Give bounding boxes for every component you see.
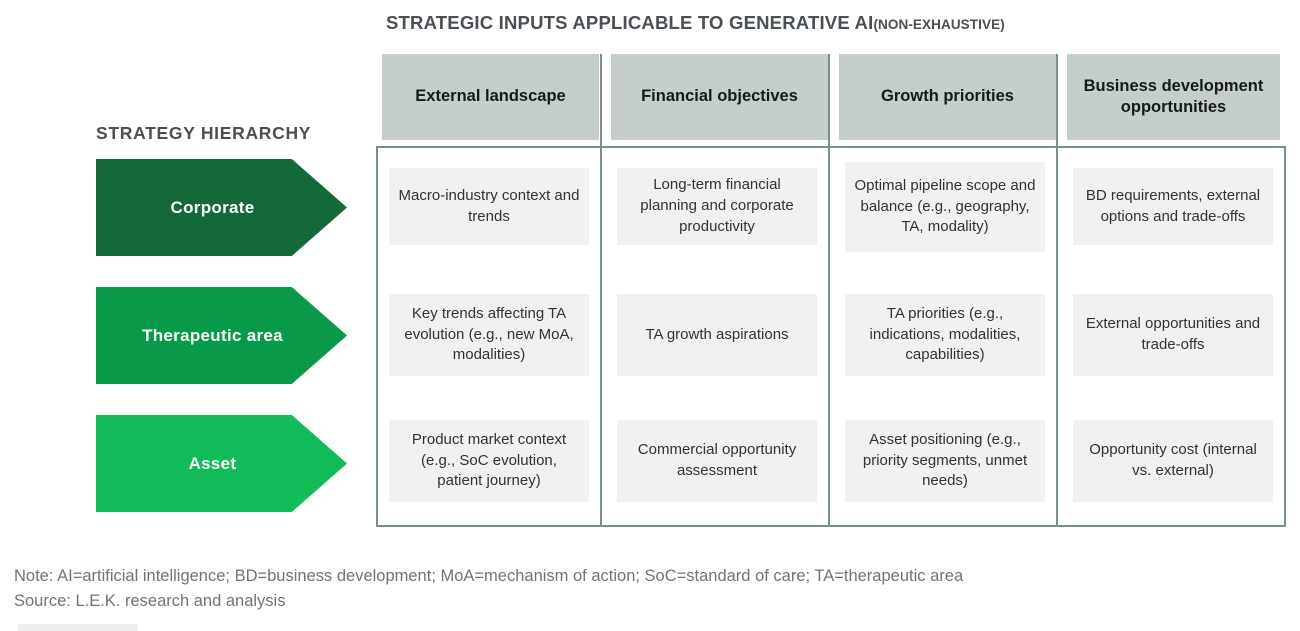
matrix-column-divider-3 (1056, 54, 1058, 527)
footnotes: Note: AI=artificial intelligence; BD=bus… (14, 564, 963, 614)
matrix-cell-therapeutic-area-business-development[interactable]: External opportunities and trade-offs (1073, 294, 1273, 376)
footnote-note: Note: AI=artificial intelligence; BD=bus… (14, 567, 964, 585)
matrix-cell-asset-growth-priorities[interactable]: Asset positioning (e.g., priority segmen… (845, 420, 1045, 502)
footnote-source: Source: L.E.K. research and analysis (14, 591, 286, 610)
hierarchy-title: STRATEGY HIERARCHY (96, 123, 312, 143)
hierarchy-arrow-label: Asset (188, 453, 237, 473)
arrow-shape-asset (96, 415, 347, 512)
hierarchy-arrow-corporate[interactable]: Corporate (96, 159, 347, 256)
page-title-main: STRATEGIC INPUTS APPLICABLE TO GENERATIV… (386, 12, 874, 33)
matrix-cell-corporate-growth-priorities[interactable]: Optimal pipeline scope and balance (e.g.… (845, 162, 1045, 252)
matrix-column-divider-2 (828, 54, 830, 527)
matrix-cell-therapeutic-area-financial-objectives[interactable]: TA growth aspirations (617, 294, 817, 376)
matrix-column-header-business-development: Business development opportunities (1067, 54, 1280, 140)
matrix-body-frame (376, 146, 1286, 527)
bottom-marker (18, 624, 138, 631)
strategic-inputs-matrix: External landscape Financial objectives … (376, 54, 1286, 527)
matrix-cell-corporate-financial-objectives[interactable]: Long-term financial planning and corpora… (617, 168, 817, 245)
matrix-cell-therapeutic-area-growth-priorities[interactable]: TA priorities (e.g., indications, modali… (845, 294, 1045, 376)
matrix-column-header-external-landscape: External landscape (382, 54, 599, 140)
hierarchy-arrow-therapeutic-area[interactable]: Therapeutic area (96, 287, 347, 384)
hierarchy-arrow-label: Therapeutic area (142, 325, 283, 345)
arrow-shape-corporate (96, 159, 347, 256)
arrow-shape-therapeutic-area (96, 287, 347, 384)
hierarchy-arrow-label: Corporate (170, 197, 255, 217)
matrix-column-header-financial-objectives: Financial objectives (611, 54, 828, 140)
matrix-column-header-growth-priorities: Growth priorities (839, 54, 1056, 140)
matrix-cell-therapeutic-area-external-landscape[interactable]: Key trends affecting TA evolution (e.g.,… (389, 294, 589, 376)
matrix-header-row: External landscape Financial objectives … (376, 54, 1286, 140)
matrix-cell-corporate-business-development[interactable]: BD requirements, external options and tr… (1073, 168, 1273, 245)
matrix-column-divider-1 (600, 54, 602, 527)
matrix-cell-asset-external-landscape[interactable]: Product market context (e.g., SoC evolut… (389, 420, 589, 502)
page-title-qualifier: (NON-EXHAUSTIVE) (873, 17, 1005, 32)
page-title: STRATEGIC INPUTS APPLICABLE TO GENERATIV… (386, 12, 1005, 34)
matrix-cell-asset-financial-objectives[interactable]: Commercial opportunity assessment (617, 420, 817, 502)
matrix-cell-corporate-external-landscape[interactable]: Macro-industry context and trends (389, 168, 589, 245)
hierarchy-arrow-asset[interactable]: Asset (96, 415, 347, 512)
matrix-cell-asset-business-development[interactable]: Opportunity cost (internal vs. external) (1073, 420, 1273, 502)
